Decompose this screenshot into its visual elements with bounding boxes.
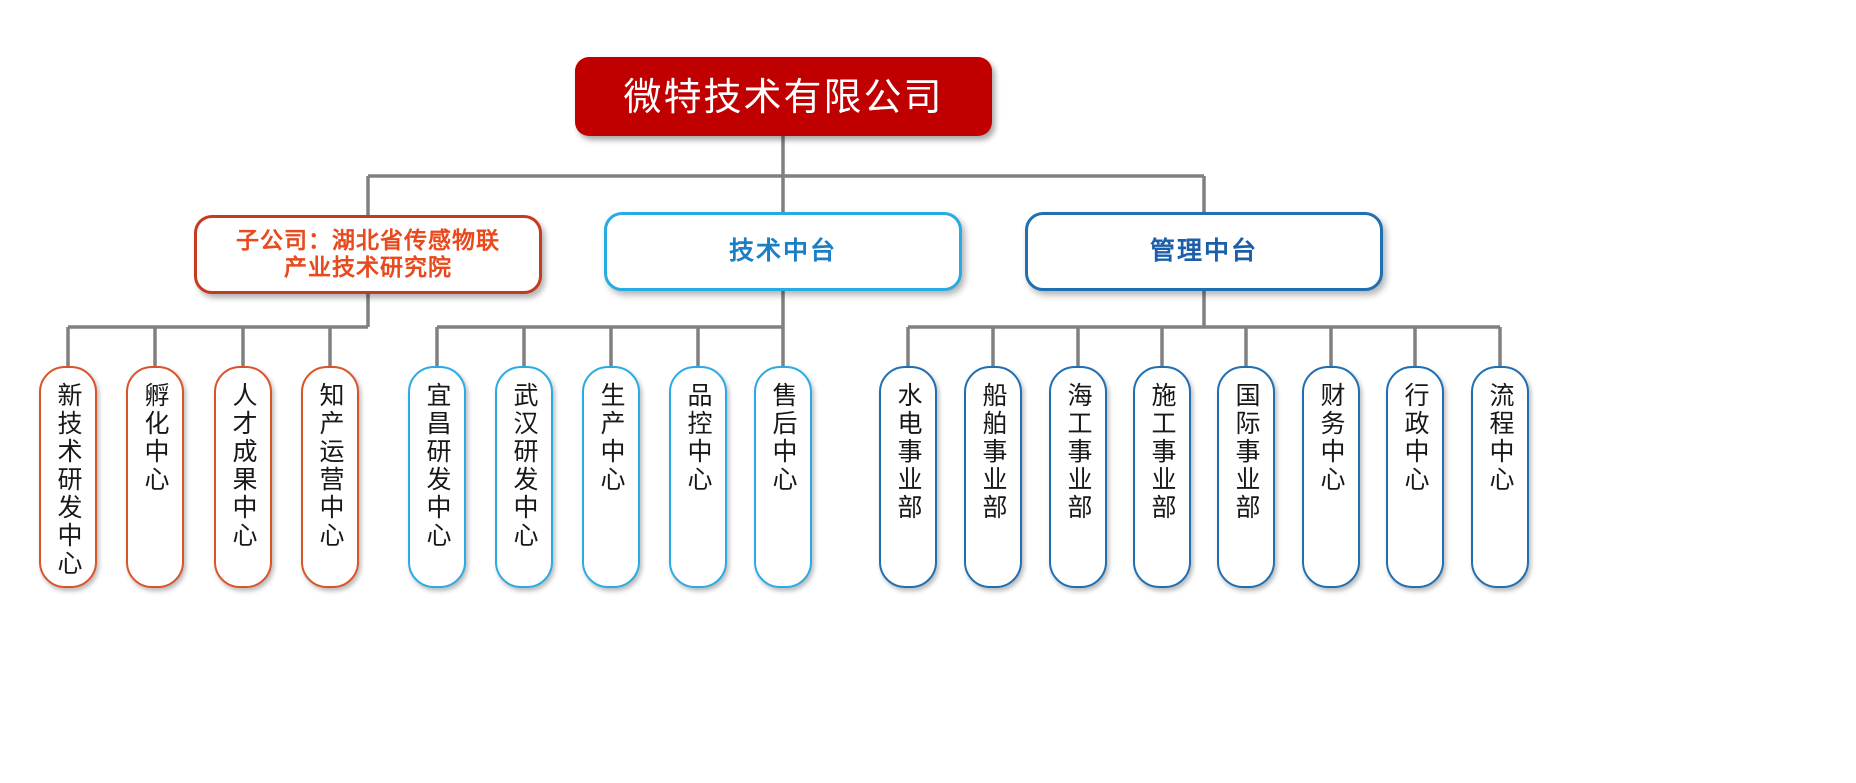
level2-tech-center-label: 技术中台 — [728, 236, 837, 266]
leaf-label: 新技术研发中心 — [54, 382, 83, 578]
leaf-label: 海工事业部 — [1064, 382, 1093, 522]
leaf-node-finance-center[interactable]: 财务中心 — [1302, 366, 1360, 588]
leaf-label: 水电事业部 — [894, 382, 923, 522]
leaf-label: 武汉研发中心 — [510, 382, 539, 550]
root-node-label: 微特技术有限公司 — [623, 74, 944, 119]
leaf-node-quality-control-center[interactable]: 品控中心 — [669, 366, 727, 588]
level2-mgmt-center-label: 管理中台 — [1149, 236, 1258, 266]
leaf-node-hydropower-division[interactable]: 水电事业部 — [879, 366, 937, 588]
leaf-label: 行政中心 — [1401, 382, 1430, 494]
leaf-node-talent-achievement-center[interactable]: 人才成果中心 — [214, 366, 272, 588]
leaf-label: 财务中心 — [1317, 382, 1346, 494]
leaf-label: 孵化中心 — [141, 382, 170, 494]
leaf-label: 人才成果中心 — [229, 382, 258, 550]
level2-node-tech-center[interactable]: 技术中台 — [604, 212, 962, 291]
leaf-node-incubation-center[interactable]: 孵化中心 — [126, 366, 184, 588]
leaf-node-administration-center[interactable]: 行政中心 — [1386, 366, 1444, 588]
leaf-label: 知产运营中心 — [316, 382, 345, 550]
leaf-node-ip-operation-center[interactable]: 知产运营中心 — [301, 366, 359, 588]
leaf-node-international-division[interactable]: 国际事业部 — [1217, 366, 1275, 588]
leaf-label: 生产中心 — [597, 382, 626, 494]
leaf-node-offshore-engineering-division[interactable]: 海工事业部 — [1049, 366, 1107, 588]
leaf-label: 国际事业部 — [1232, 382, 1261, 522]
leaf-node-new-tech-rd-center[interactable]: 新技术研发中心 — [39, 366, 97, 588]
level2-node-mgmt-center[interactable]: 管理中台 — [1025, 212, 1383, 291]
level2-node-subsidiary[interactable]: 子公司：湖北省传感物联 产业技术研究院 — [194, 215, 542, 294]
leaf-label: 船舶事业部 — [979, 382, 1008, 522]
leaf-label: 售后中心 — [769, 382, 798, 494]
leaf-label: 品控中心 — [684, 382, 713, 494]
leaf-label: 宜昌研发中心 — [423, 382, 452, 550]
leaf-node-shipbuilding-division[interactable]: 船舶事业部 — [964, 366, 1022, 588]
leaf-node-yichang-rd-center[interactable]: 宜昌研发中心 — [408, 366, 466, 588]
leaf-node-construction-division[interactable]: 施工事业部 — [1133, 366, 1191, 588]
leaf-label: 施工事业部 — [1148, 382, 1177, 522]
leaf-node-wuhan-rd-center[interactable]: 武汉研发中心 — [495, 366, 553, 588]
leaf-node-process-center[interactable]: 流程中心 — [1471, 366, 1529, 588]
leaf-node-production-center[interactable]: 生产中心 — [582, 366, 640, 588]
root-node-company[interactable]: 微特技术有限公司 — [575, 57, 992, 136]
level2-subsidiary-label: 子公司：湖北省传感物联 产业技术研究院 — [236, 228, 500, 281]
leaf-label: 流程中心 — [1486, 382, 1515, 494]
leaf-node-after-sales-center[interactable]: 售后中心 — [754, 366, 812, 588]
